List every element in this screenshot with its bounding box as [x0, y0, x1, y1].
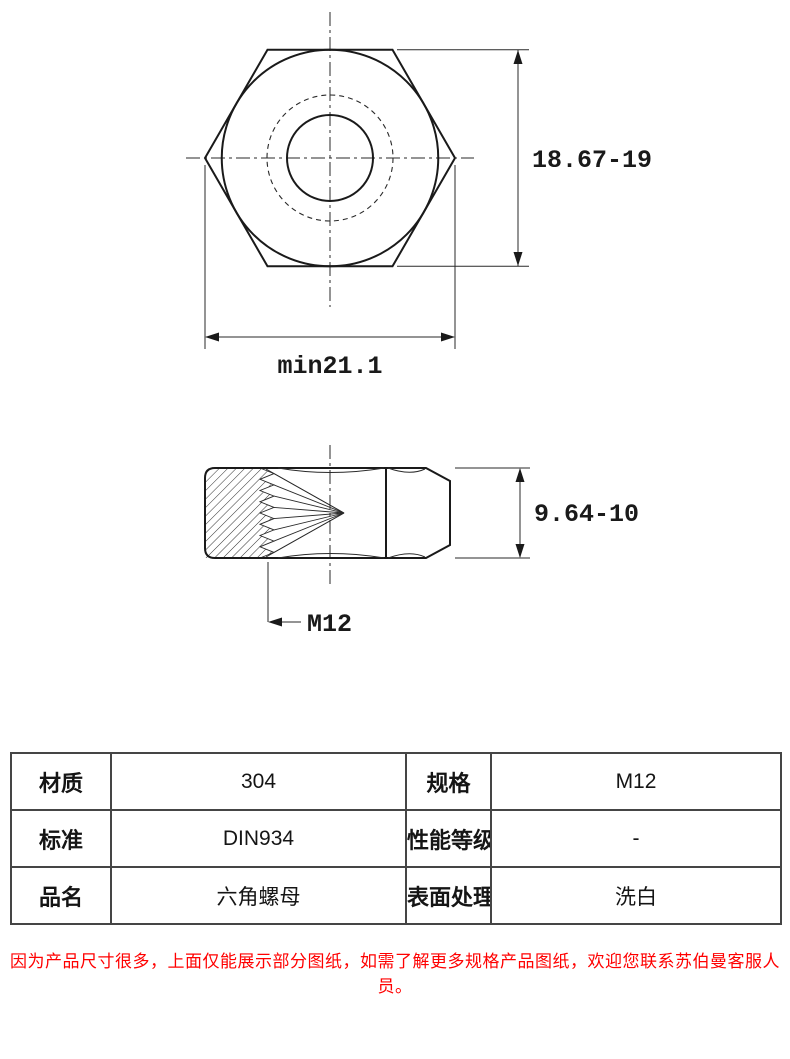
dim-text-width-front: min21.1 — [277, 352, 382, 381]
hexagon-outline — [203, 48, 457, 268]
chamfer-arc-bottom — [277, 553, 385, 559]
footer-note: 因为产品尺寸很多，上面仅能展示部分图纸，如需了解更多规格产品图纸，欢迎您联系苏伯… — [10, 952, 780, 996]
arrowhead-down — [513, 252, 523, 266]
spec-label-standard: 标准 — [10, 809, 112, 868]
thread-profile — [258, 467, 276, 559]
spec-value-product-name: 六角螺母 — [110, 866, 407, 925]
chamfer-arc-right-bottom — [387, 553, 426, 559]
spec-value-standard: DIN934 — [110, 809, 407, 868]
side-outline — [204, 467, 451, 559]
table-row: 标准 DIN934 性能等级 - — [10, 809, 782, 868]
spec-value-material: 304 — [110, 752, 407, 811]
dim-text-thread: M12 — [307, 610, 352, 639]
technical-drawing: 18.67-19 min21.1 — [186, 12, 652, 639]
arrowhead-left — [268, 617, 282, 627]
spec-value-size: M12 — [490, 752, 782, 811]
thread-hatch-region — [205, 468, 274, 558]
dim-text-height-front: 18.67-19 — [532, 146, 652, 175]
dim-width-front: min21.1 — [204, 165, 456, 381]
dim-height-side: 9.64-10 — [455, 467, 639, 559]
side-view — [204, 445, 451, 586]
thread-callout: M12 — [267, 562, 352, 639]
chamfer-circle — [220, 48, 440, 268]
arrowhead-up — [513, 50, 523, 64]
spec-table: 材质 304 规格 M12 标准 DIN934 性能等级 - 品名 六角螺母 表… — [10, 752, 782, 925]
thread-circle — [266, 94, 394, 222]
spec-label-material: 材质 — [10, 752, 112, 811]
spec-value-finish: 洗白 — [490, 866, 782, 925]
chamfer-arc-right-top — [387, 467, 426, 473]
table-row: 材质 304 规格 M12 — [10, 752, 782, 811]
spec-value-grade: - — [490, 809, 782, 868]
dim-text-height-side: 9.64-10 — [534, 500, 639, 529]
spec-label-finish: 表面处理 — [405, 866, 492, 925]
arrowhead-up — [515, 468, 525, 482]
bore-circle — [286, 114, 374, 202]
arrowhead-down — [515, 544, 525, 558]
chamfer-arc-top — [277, 467, 385, 473]
thread-cone-lines — [265, 468, 345, 558]
spec-label-product-name: 品名 — [10, 866, 112, 925]
dim-height-front: 18.67-19 — [397, 49, 652, 267]
table-row: 品名 六角螺母 表面处理 洗白 — [10, 866, 782, 925]
front-view — [186, 12, 474, 307]
spec-label-size: 规格 — [405, 752, 492, 811]
arrowhead-right — [441, 332, 455, 342]
arrowhead-left — [205, 332, 219, 342]
spec-label-grade: 性能等级 — [405, 809, 492, 868]
